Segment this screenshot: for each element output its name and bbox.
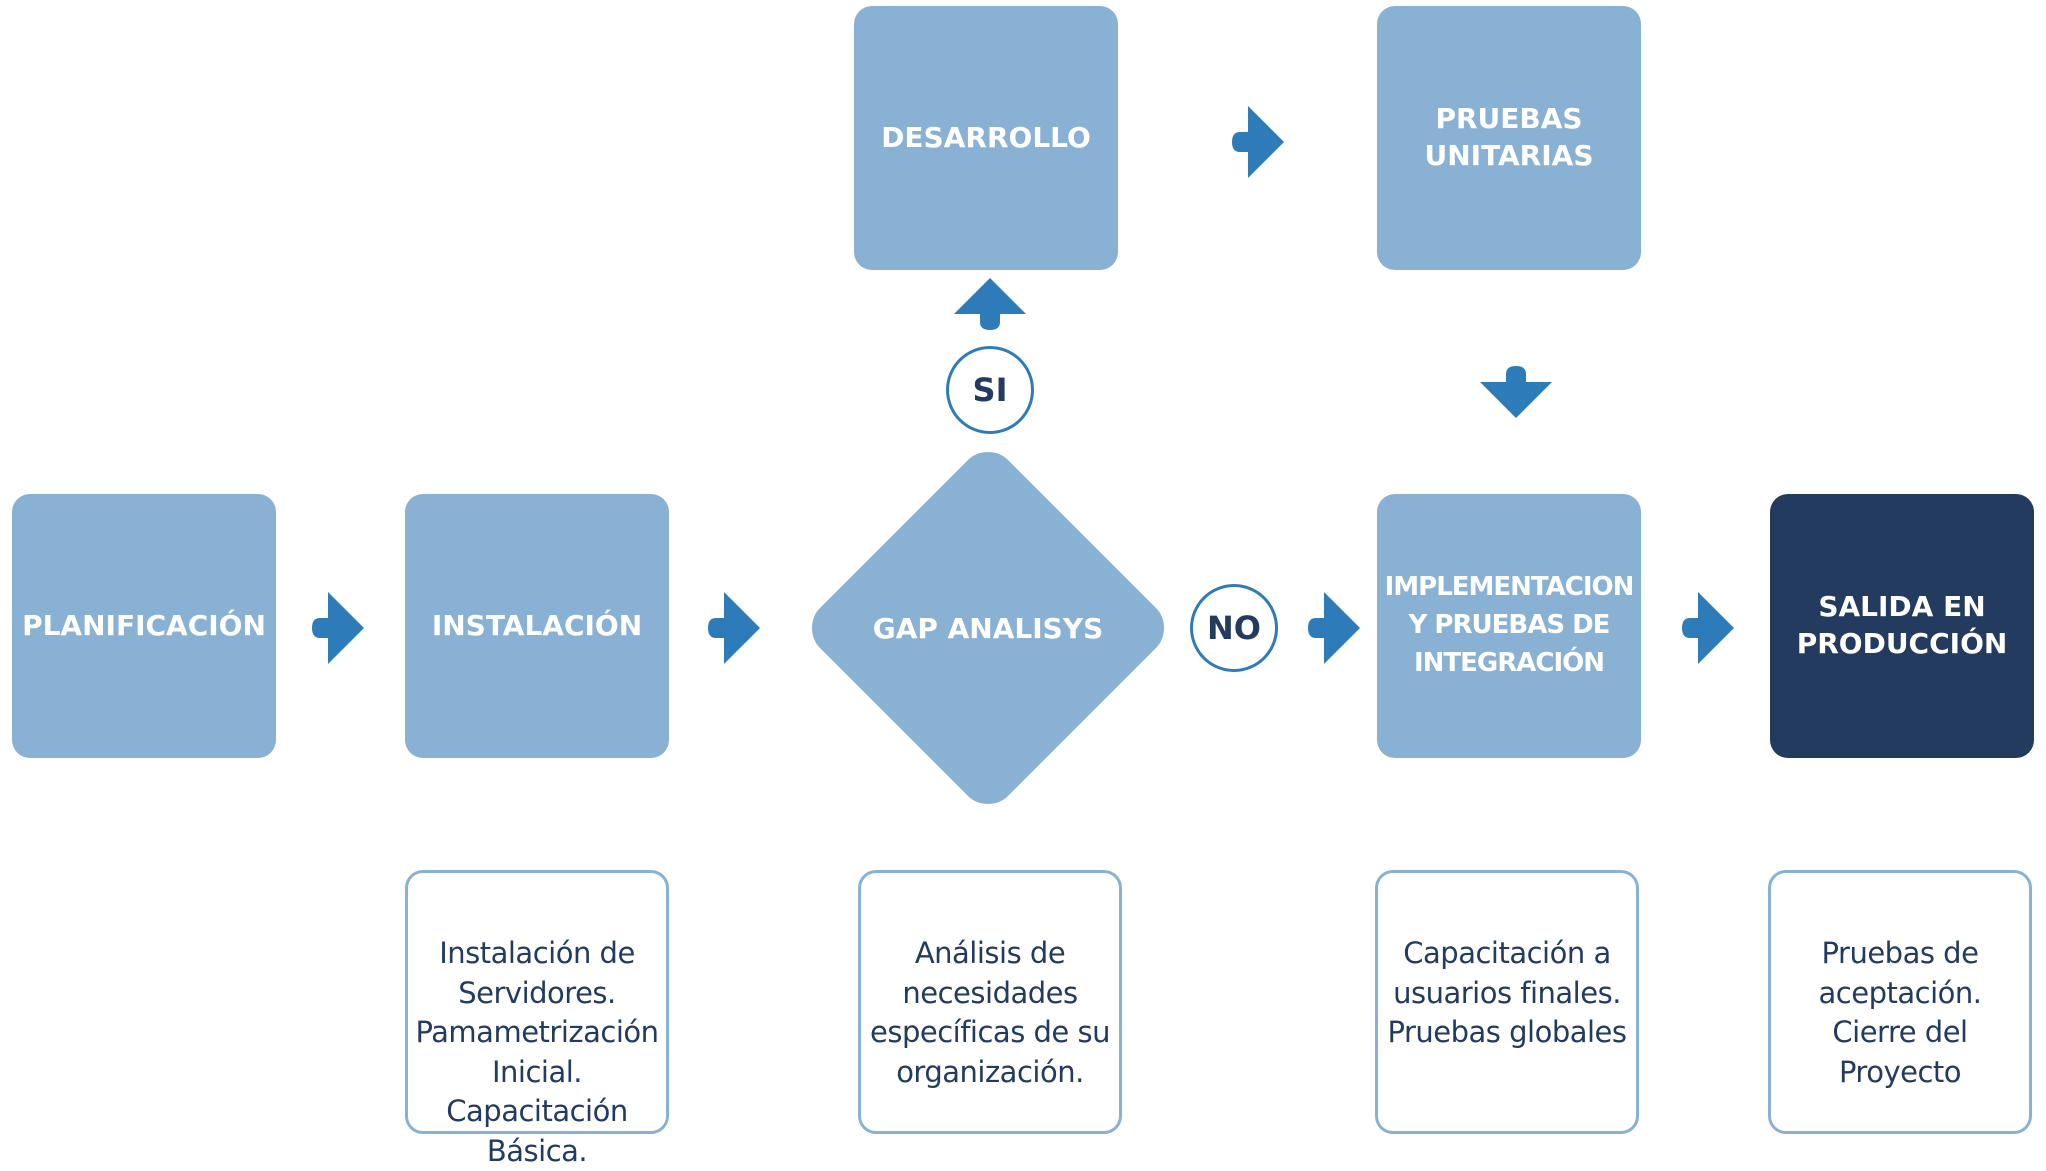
- node-desarrollo-label: DESARROLLO: [881, 120, 1091, 154]
- arrow-right-icon: [1232, 106, 1284, 178]
- note-implementacion-text: Capacitación a usuarios finales. Pruebas…: [1387, 936, 1627, 1050]
- arrow-right-icon: [1308, 592, 1360, 664]
- decision-yes-label: SI: [972, 371, 1008, 409]
- arrow-right-icon: [708, 592, 760, 664]
- node-gap-analisys-label: GAP ANALISYS: [872, 611, 1104, 645]
- node-planificacion-label: PLANIFICACIÓN: [22, 608, 266, 642]
- note-salida: Pruebas de aceptación. Cierre del Proyec…: [1768, 870, 2032, 1134]
- arrow-down-icon: [1480, 366, 1552, 418]
- node-planificacion: PLANIFICACIÓN: [12, 494, 276, 758]
- node-instalacion: INSTALACIÓN: [405, 494, 669, 758]
- node-gap-analisys-text: GAP ANALISYS: [808, 448, 1168, 808]
- node-implementacion: IMPLEMENTACION Y PRUEBAS DE INTEGRACIÓN: [1377, 494, 1641, 758]
- note-gap-analisys: Análisis de necesidades específicas de s…: [858, 870, 1122, 1134]
- node-salida-produccion-label: SALIDA EN PRODUCCIÓN: [1796, 590, 2008, 660]
- arrow-right-icon: [312, 592, 364, 664]
- decision-yes: SI: [946, 346, 1034, 434]
- decision-no: NO: [1190, 584, 1278, 672]
- note-gap-analisys-text: Análisis de necesidades específicas de s…: [870, 936, 1110, 1089]
- node-desarrollo: DESARROLLO: [854, 6, 1118, 270]
- note-instalacion: Instalación de Servidores. Pamametrizaci…: [405, 870, 669, 1168]
- arrow-up-icon: [954, 278, 1026, 330]
- node-gap-analisys: [812, 452, 1164, 804]
- node-salida-produccion: SALIDA EN PRODUCCIÓN: [1770, 494, 2034, 758]
- node-pruebas-unitarias-label: PRUEBAS UNITARIAS: [1424, 102, 1594, 172]
- node-implementacion-label: IMPLEMENTACION Y PRUEBAS DE INTEGRACIÓN: [1384, 572, 1635, 678]
- note-implementacion: Capacitación a usuarios finales. Pruebas…: [1375, 870, 1639, 1134]
- node-pruebas-unitarias: PRUEBAS UNITARIAS: [1377, 6, 1641, 270]
- note-salida-text: Pruebas de aceptación. Cierre del Proyec…: [1818, 936, 1982, 1089]
- note-instalacion-text: Instalación de Servidores. Pamametrizaci…: [415, 936, 659, 1168]
- decision-no-label: NO: [1207, 609, 1261, 647]
- node-instalacion-label: INSTALACIÓN: [431, 608, 643, 642]
- arrow-right-icon: [1682, 592, 1734, 664]
